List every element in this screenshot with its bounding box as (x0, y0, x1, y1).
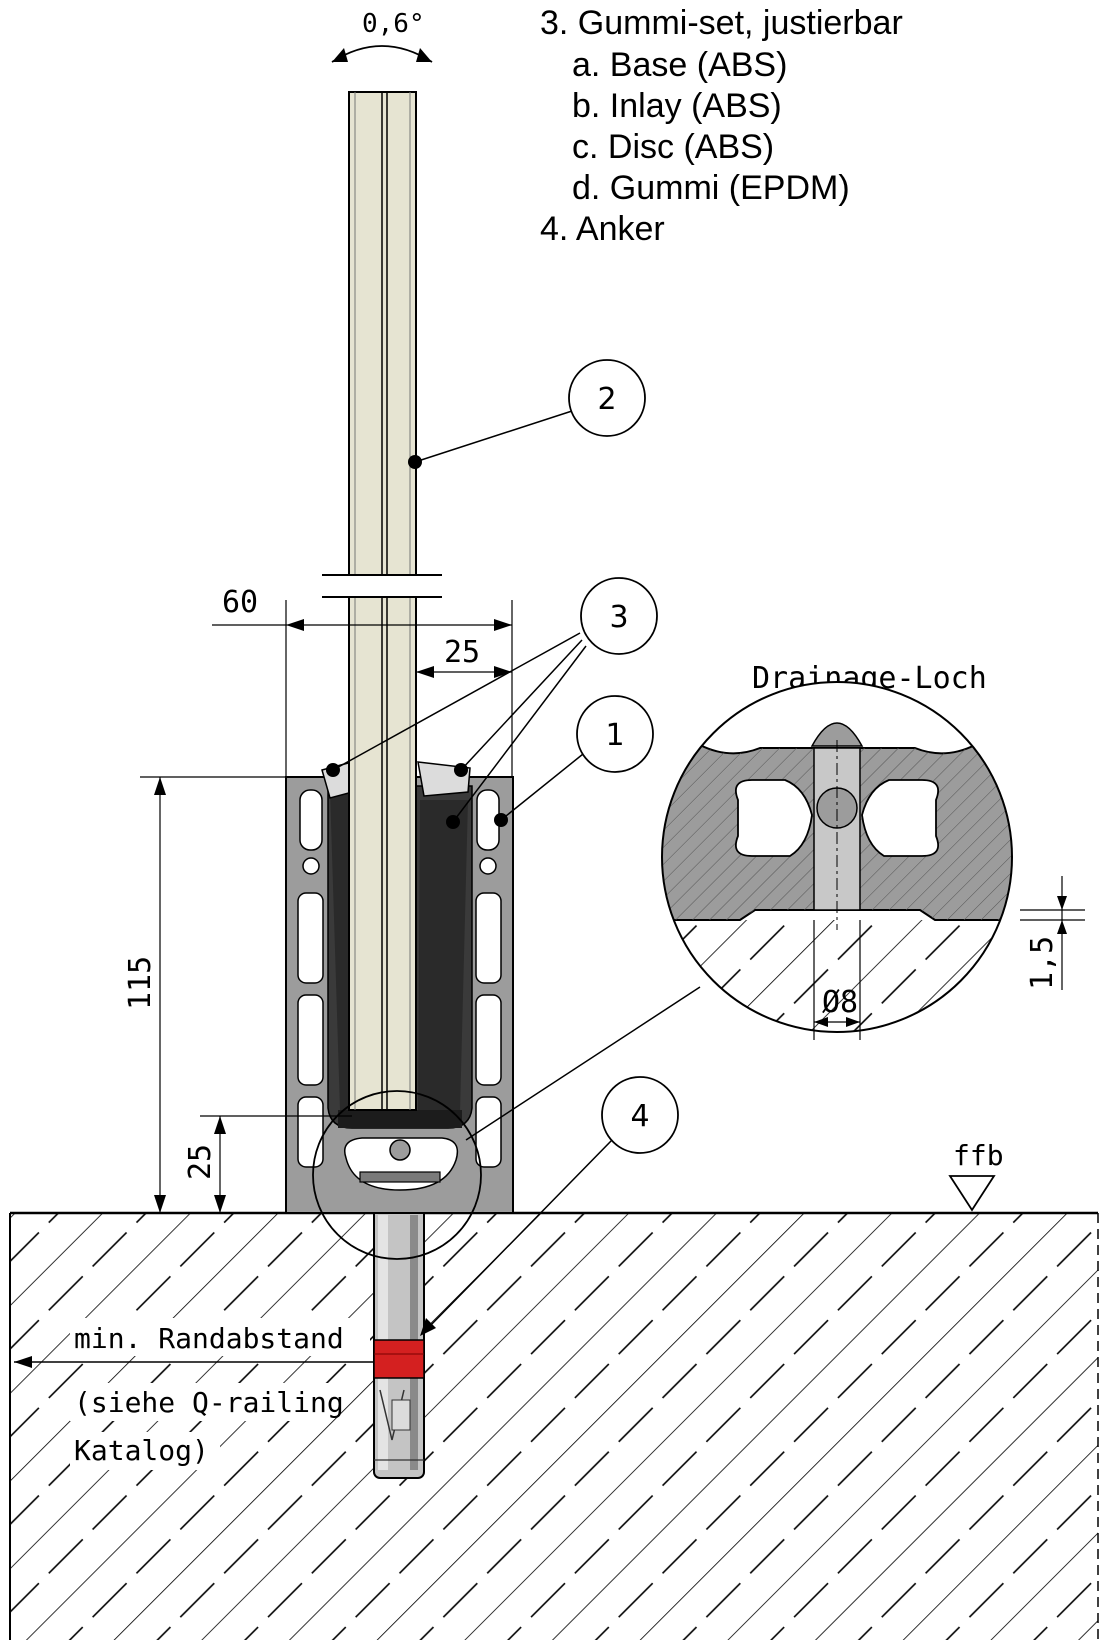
callout-number-3: 3 (609, 600, 628, 635)
callout-number-1: 1 (605, 718, 624, 753)
detail-reference (312, 986, 701, 1260)
angle-label: 0,6° (362, 9, 425, 39)
edge-distance-line3: Katalog) (74, 1434, 209, 1467)
callout-1: 1 (494, 695, 654, 827)
legend-item-4: 4. Anker (540, 210, 665, 248)
concrete-floor (9, 1211, 1099, 1640)
dimension-label-25-horizontal: 25 (444, 635, 480, 670)
dimension-label-115: 115 (123, 956, 158, 1010)
legend-item-3: 3. Gummi-set, justierbar (540, 4, 903, 42)
callout-3: 3 (326, 577, 658, 829)
dimension-25-vertical: 25 (183, 1115, 352, 1213)
parts-legend: 3. Gummi-set, justierbar a. Base (ABS) b… (540, 4, 903, 248)
legend-item-3c: c. Disc (ABS) (572, 128, 774, 166)
callout-number-2: 2 (597, 382, 616, 417)
tilt-angle-indicator: 0,6° (331, 9, 433, 63)
glass-panel (322, 91, 442, 1111)
dimension-label-25-vertical: 25 (183, 1144, 218, 1180)
hole-diameter-label: Ø8 (822, 985, 858, 1020)
drainage-detail-view: Drainage-Loch Ø8 1,5 (661, 661, 1085, 1040)
floor-level-marker: ffb (948, 1139, 1004, 1212)
floor-level-label: ffb (953, 1139, 1004, 1172)
callout-2: 2 (408, 359, 646, 469)
anchor-bolt (373, 1207, 425, 1479)
legend-item-3b: b. Inlay (ABS) (572, 87, 782, 125)
legend-item-3d: d. Gummi (EPDM) (572, 169, 850, 207)
edge-distance-line1: min. Randabstand (74, 1322, 344, 1355)
edge-distance-note: min. Randabstand (siehe Q-railing Katalo… (14, 1318, 374, 1470)
edge-distance-line2: (siehe Q-railing (74, 1386, 344, 1419)
dimension-25-horizontal: 25 (416, 635, 512, 678)
recess-depth-label: 1,5 (1025, 936, 1060, 990)
callout-4: 4 (420, 1076, 679, 1336)
dimension-label-60: 60 (222, 585, 258, 620)
legend-item-3a: a. Base (ABS) (572, 46, 787, 84)
dimension-60: 60 (212, 585, 513, 776)
callout-number-4: 4 (630, 1099, 649, 1134)
dimension-115: 115 (123, 776, 286, 1213)
